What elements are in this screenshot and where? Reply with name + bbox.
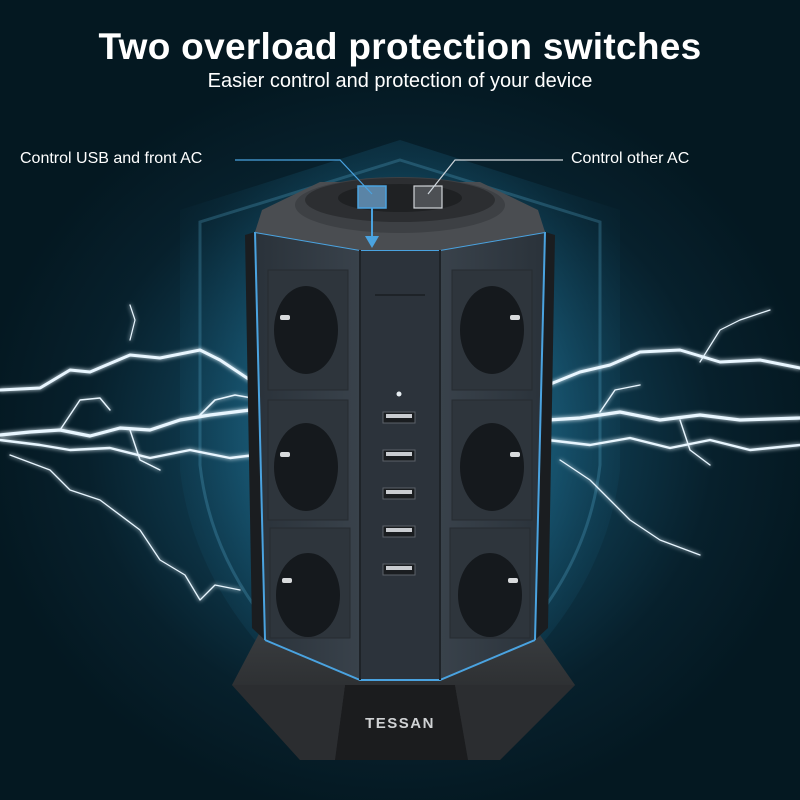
power-indicator-led bbox=[396, 391, 402, 397]
page-title: Two overload protection switches bbox=[98, 26, 702, 67]
lightning-icon bbox=[546, 309, 800, 556]
arrow-down-icon bbox=[365, 208, 379, 248]
usb-column bbox=[375, 294, 425, 576]
callout-left-label: Control USB and front AC bbox=[20, 150, 203, 167]
callout-lines bbox=[235, 159, 563, 195]
tower-top bbox=[255, 177, 545, 250]
ac-outlets-right bbox=[449, 269, 533, 639]
callout-right-label: Control other AC bbox=[571, 150, 690, 167]
brand-logo: TESSAN bbox=[365, 715, 435, 732]
page-subtitle: Easier control and protection of your de… bbox=[207, 70, 593, 92]
switch-other-ac[interactable] bbox=[413, 185, 443, 209]
switch-usb-front-ac[interactable] bbox=[357, 185, 387, 209]
ac-outlets-left bbox=[267, 269, 351, 639]
lightning-icon bbox=[0, 304, 257, 601]
